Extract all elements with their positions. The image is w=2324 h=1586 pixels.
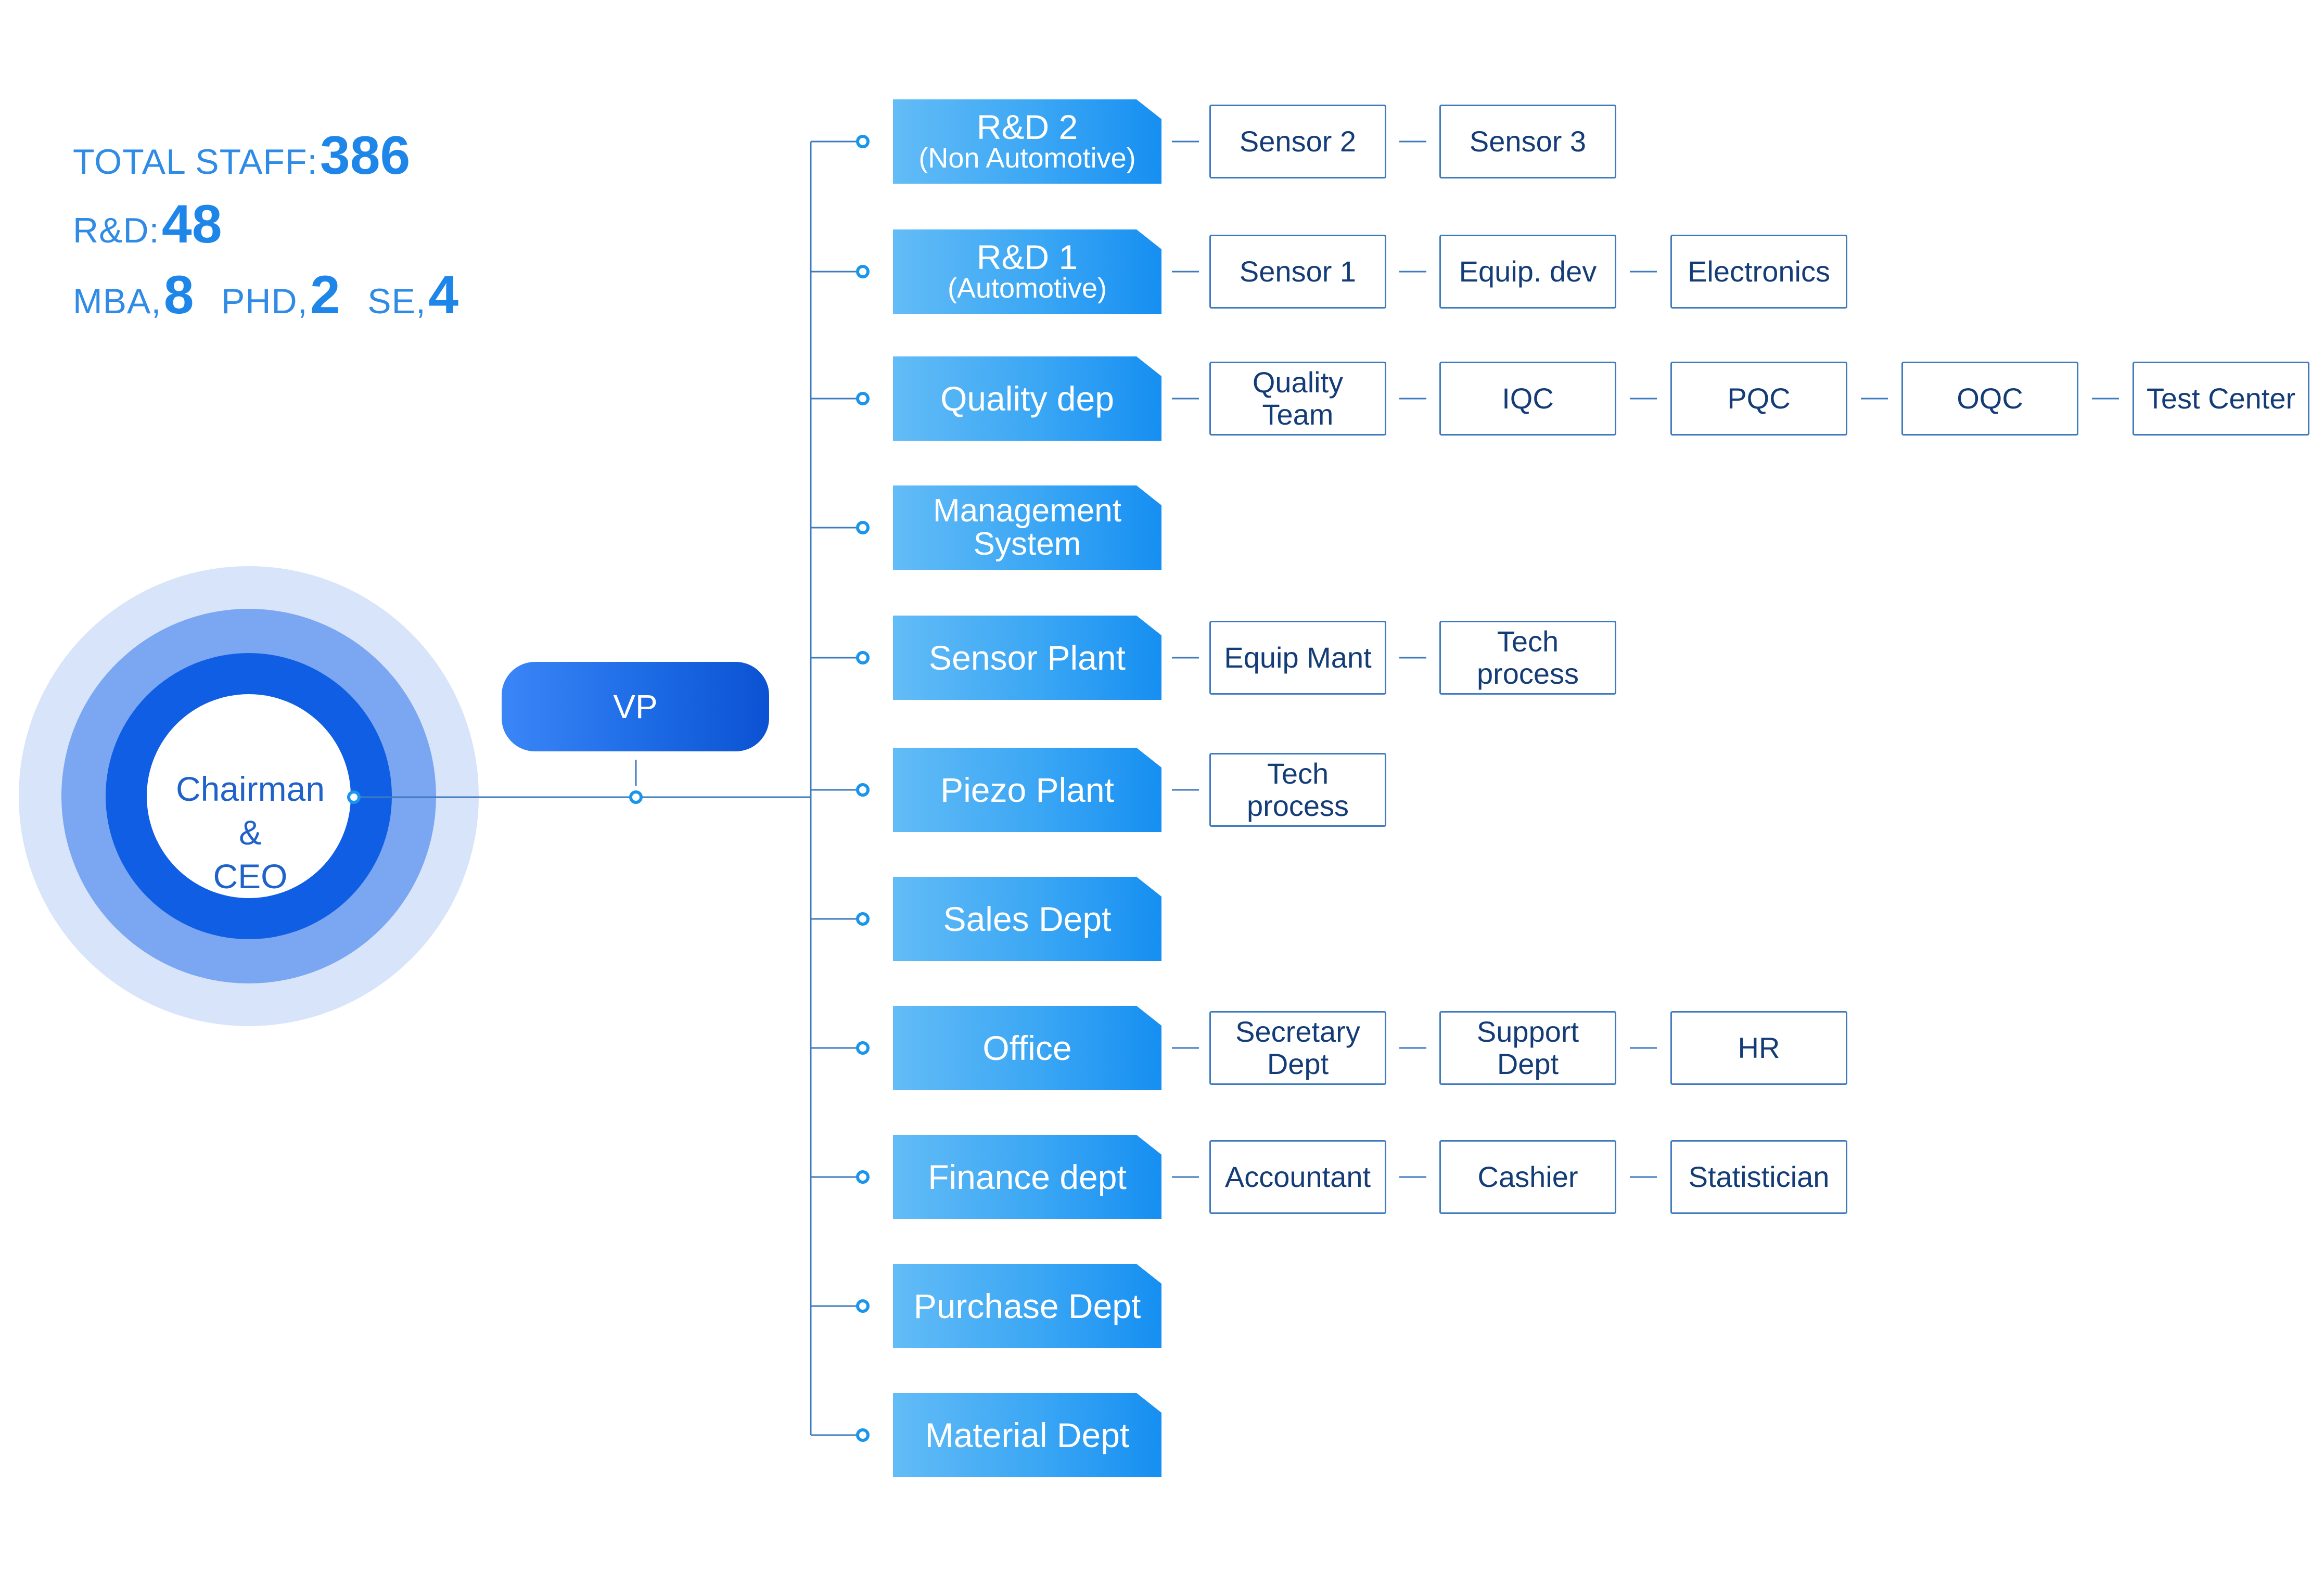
rd-stat: R&D: 48: [73, 194, 222, 255]
dept-name: Sales Dept: [943, 902, 1112, 936]
mba-label: MBA,: [73, 282, 162, 321]
sub-unit-electronics: Electronics: [1670, 235, 1847, 309]
dept-name: R&D 1(Automotive): [948, 240, 1107, 303]
se-value: 4: [428, 265, 459, 325]
dept-name-text: Office: [982, 1029, 1072, 1067]
dept-r-d-2: R&D 2(Non Automotive): [893, 99, 1161, 184]
branch-dot-finance-dept: [856, 1170, 870, 1184]
dept-quality-dep: Quality dep: [893, 356, 1161, 441]
ceo-connector-dot: [347, 790, 361, 804]
total-staff-stat: TOTAL STAFF: 386: [73, 125, 410, 187]
sub-unit-pqc: PQC: [1670, 362, 1847, 436]
vp-node: VP: [502, 662, 769, 751]
ceo-title-line2: &: [238, 813, 262, 852]
dept-name: Office: [982, 1031, 1071, 1065]
vp-connector-dot: [629, 790, 643, 804]
sub-unit-sensor-3: Sensor 3: [1439, 105, 1616, 178]
rd-label: R&D:: [73, 211, 160, 250]
dept-name-text: R&D 1: [976, 238, 1078, 276]
phd-value: 2: [310, 265, 340, 325]
branch-dot-office: [856, 1041, 870, 1055]
sub-unit-equip-dev: Equip. dev: [1439, 235, 1616, 309]
dept-name-text: Material Dept: [925, 1416, 1130, 1454]
ceo-ring-center: [147, 694, 351, 898]
dept-name: Material Dept: [925, 1418, 1130, 1452]
dept-management-system: Management System: [893, 485, 1161, 570]
dept-name: Management System: [933, 494, 1121, 561]
dept-name: Piezo Plant: [940, 773, 1114, 807]
dept-material-dept: Material Dept: [893, 1393, 1161, 1477]
branch-dot-sales-dept: [856, 912, 870, 926]
dept-name-text: Management System: [933, 493, 1121, 562]
branch-dot-sensor-plant: [856, 651, 870, 664]
ceo-title-line1: Chairman: [175, 770, 325, 808]
sub-unit-hr: HR: [1670, 1011, 1847, 1085]
sub-unit-cashier: Cashier: [1439, 1140, 1616, 1214]
dept-name: Purchase Dept: [914, 1289, 1141, 1323]
sub-unit-secretary-dept: Secretary Dept: [1209, 1011, 1386, 1085]
branch-dot-r-d-1: [856, 265, 870, 278]
rd-value: 48: [161, 194, 222, 254]
ceo-title-line3: CEO: [213, 857, 288, 896]
sub-unit-tech-process: Tech process: [1439, 621, 1616, 695]
dept-name: Sensor Plant: [929, 638, 1126, 677]
sub-unit-sensor-2: Sensor 2: [1209, 105, 1386, 178]
mba-value: 8: [163, 265, 194, 325]
sub-unit-oqc: OQC: [1901, 362, 2078, 436]
total-staff-label: TOTAL STAFF:: [73, 142, 318, 182]
sub-unit-equip-mant: Equip Mant: [1209, 621, 1386, 695]
phd-label: PHD,: [221, 282, 308, 321]
vp-label: VP: [613, 688, 658, 725]
sub-unit-tech-process: Tech process: [1209, 753, 1386, 827]
branch-dot-material-dept: [856, 1428, 870, 1442]
dept-name-text: Sales Dept: [943, 900, 1112, 938]
branch-dot-r-d-2: [856, 135, 870, 148]
sub-unit-iqc: IQC: [1439, 362, 1616, 436]
ceo-node: Chairman & CEO: [149, 739, 352, 926]
dept-subtitle: (Automotive): [947, 273, 1107, 304]
dept-sales-dept: Sales Dept: [893, 877, 1161, 961]
dept-purchase-dept: Purchase Dept: [893, 1264, 1161, 1348]
dept-name-text: R&D 2: [976, 108, 1078, 146]
sub-unit-statistician: Statistician: [1670, 1140, 1847, 1214]
dept-name: Finance dept: [928, 1160, 1127, 1194]
sub-unit-test-center: Test Center: [2133, 362, 2309, 436]
dept-name-text: Piezo Plant: [940, 771, 1114, 809]
se-label: SE,: [367, 282, 426, 321]
sub-unit-accountant: Accountant: [1209, 1140, 1386, 1214]
dept-sensor-plant: Sensor Plant: [893, 616, 1161, 700]
branch-dot-management-system: [856, 521, 870, 534]
dept-finance-dept: Finance dept: [893, 1135, 1161, 1219]
branch-dot-piezo-plant: [856, 783, 870, 797]
dept-subtitle: (Non Automotive): [918, 143, 1136, 174]
dept-name-text: Quality dep: [940, 379, 1114, 418]
dept-name-text: Finance dept: [928, 1158, 1127, 1196]
sub-unit-quality-team: Quality Team: [1209, 362, 1386, 436]
dept-name-text: Purchase Dept: [913, 1287, 1141, 1325]
branch-dot-purchase-dept: [856, 1299, 870, 1313]
dept-name: R&D 2(Non Automotive): [918, 110, 1135, 173]
dept-piezo-plant: Piezo Plant: [893, 748, 1161, 832]
dept-name-text: Sensor Plant: [929, 638, 1126, 677]
branch-dot-quality-dep: [856, 392, 870, 405]
dept-name: Quality dep: [940, 379, 1114, 418]
degree-stats: MBA, 8 PHD, 2 SE, 4: [73, 264, 458, 326]
sub-unit-support-dept: Support Dept: [1439, 1011, 1616, 1085]
total-staff-value: 386: [320, 125, 411, 186]
dept-office: Office: [893, 1006, 1161, 1090]
sub-unit-sensor-1: Sensor 1: [1209, 235, 1386, 309]
dept-r-d-1: R&D 1(Automotive): [893, 229, 1161, 314]
